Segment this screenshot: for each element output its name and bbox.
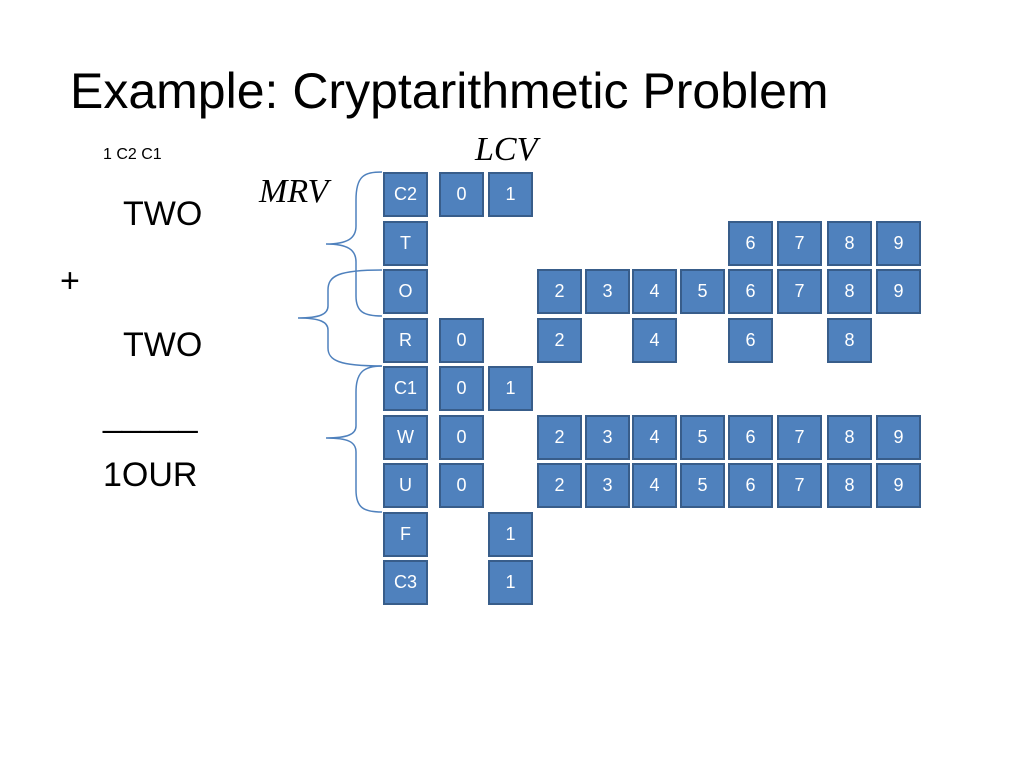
domain-value-w-9: 9 xyxy=(876,415,921,460)
domain-value-c1-0: 0 xyxy=(439,366,484,411)
operand-1: TWO xyxy=(123,195,203,233)
variable-c3: C3 xyxy=(383,560,428,605)
domain-value-u-4: 4 xyxy=(632,463,677,508)
domain-value-u-6: 6 xyxy=(728,463,773,508)
domain-value-o-4: 4 xyxy=(632,269,677,314)
domain-value-r-4: 4 xyxy=(632,318,677,363)
brace-c1-w-u xyxy=(325,365,383,513)
domain-value-w-7: 7 xyxy=(777,415,822,460)
plus-sign: + xyxy=(60,262,80,300)
brace-c2-t-o xyxy=(325,171,383,317)
domain-value-r-2: 2 xyxy=(537,318,582,363)
variable-u: U xyxy=(383,463,428,508)
variable-t: T xyxy=(383,221,428,266)
variable-f: F xyxy=(383,512,428,557)
domain-value-u-9: 9 xyxy=(876,463,921,508)
result-word: 1OUR xyxy=(103,456,198,494)
domain-value-u-7: 7 xyxy=(777,463,822,508)
domain-value-u-8: 8 xyxy=(827,463,872,508)
variable-c1: C1 xyxy=(383,366,428,411)
domain-value-o-5: 5 xyxy=(680,269,725,314)
domain-value-w-8: 8 xyxy=(827,415,872,460)
domain-value-u-5: 5 xyxy=(680,463,725,508)
slide-title: Example: Cryptarithmetic Problem xyxy=(70,63,829,119)
domain-value-w-4: 4 xyxy=(632,415,677,460)
operand-2: TWO xyxy=(123,326,203,364)
domain-value-c1-1: 1 xyxy=(488,366,533,411)
domain-value-w-2: 2 xyxy=(537,415,582,460)
domain-value-o-7: 7 xyxy=(777,269,822,314)
lcv-label: LCV xyxy=(475,131,538,168)
sum-rule: _____ xyxy=(103,396,198,434)
variable-o: O xyxy=(383,269,428,314)
variable-w: W xyxy=(383,415,428,460)
domain-value-r-6: 6 xyxy=(728,318,773,363)
domain-value-u-3: 3 xyxy=(585,463,630,508)
domain-value-o-9: 9 xyxy=(876,269,921,314)
domain-value-o-2: 2 xyxy=(537,269,582,314)
domain-value-w-6: 6 xyxy=(728,415,773,460)
domain-value-t-9: 9 xyxy=(876,221,921,266)
brace-t-o-r xyxy=(297,269,383,367)
carry-row: 1 C2 C1 xyxy=(103,146,162,163)
domain-value-c2-1: 1 xyxy=(488,172,533,217)
mrv-label: MRV xyxy=(259,173,329,210)
domain-value-u-0: 0 xyxy=(439,463,484,508)
domain-value-t-8: 8 xyxy=(827,221,872,266)
domain-value-r-0: 0 xyxy=(439,318,484,363)
domain-value-o-3: 3 xyxy=(585,269,630,314)
domain-value-u-2: 2 xyxy=(537,463,582,508)
domain-value-w-3: 3 xyxy=(585,415,630,460)
domain-value-t-7: 7 xyxy=(777,221,822,266)
variable-c2: C2 xyxy=(383,172,428,217)
domain-value-w-5: 5 xyxy=(680,415,725,460)
variable-r: R xyxy=(383,318,428,363)
domain-value-f-1: 1 xyxy=(488,512,533,557)
domain-value-o-6: 6 xyxy=(728,269,773,314)
domain-value-t-6: 6 xyxy=(728,221,773,266)
domain-value-w-0: 0 xyxy=(439,415,484,460)
domain-value-c3-1: 1 xyxy=(488,560,533,605)
domain-value-o-8: 8 xyxy=(827,269,872,314)
domain-value-r-8: 8 xyxy=(827,318,872,363)
domain-value-c2-0: 0 xyxy=(439,172,484,217)
